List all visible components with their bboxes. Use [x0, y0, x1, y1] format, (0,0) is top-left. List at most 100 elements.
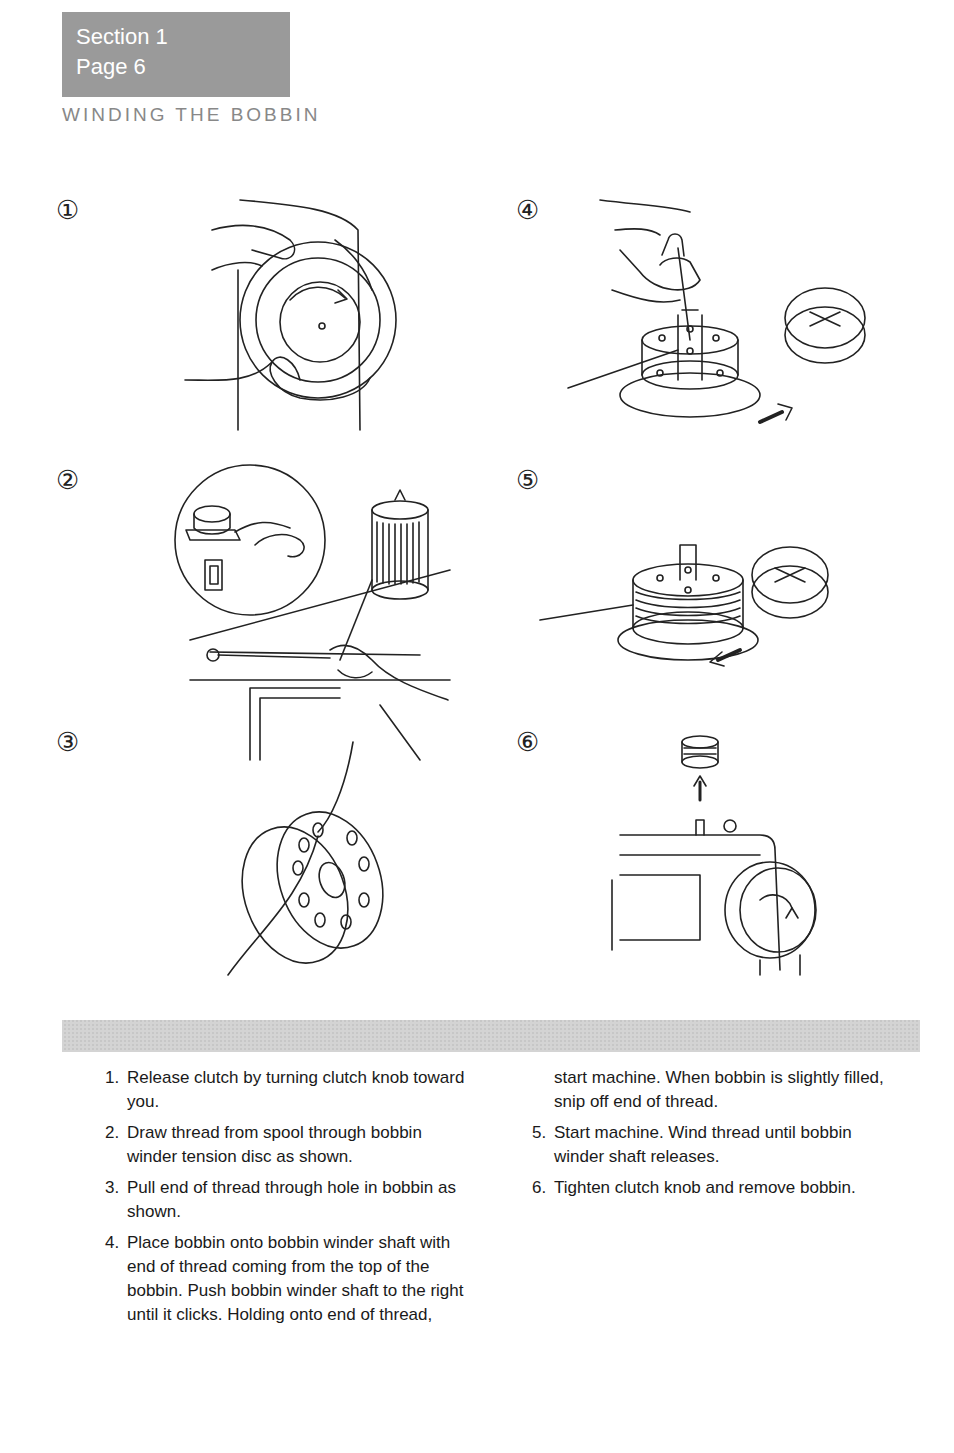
- tension-disc-figure-part: [205, 560, 222, 590]
- instruction-step: 2.Draw thread from spool through bobbin …: [105, 1121, 468, 1169]
- wound-bobbin-figure-part: [636, 592, 740, 624]
- tension-disc-figure-part: [175, 465, 325, 615]
- header-text: Section 1: [76, 22, 276, 52]
- tension-disc-figure-part: [194, 506, 230, 522]
- clutch-knob-figure-part: [240, 242, 396, 398]
- bobbin-winder-figure-part: [785, 288, 865, 348]
- remove-bobbin-figure-part: [682, 756, 718, 768]
- tension-disc-figure-part: [218, 655, 330, 658]
- bobbin-winder-figure-part: [682, 309, 698, 311]
- step-text: Release clutch by turning clutch knob to…: [127, 1068, 464, 1111]
- bobbin-figure-part: [359, 857, 369, 871]
- remove-bobbin-figure-part: [620, 854, 760, 856]
- step-number: 5.: [532, 1121, 546, 1145]
- tension-disc-figure-part: [380, 705, 420, 760]
- instruction-step: 1. Release clutch by turning clutch knob …: [105, 1066, 468, 1114]
- bobbin-winder-figure-part: [659, 335, 665, 341]
- bobbin-winder-figure-part: [778, 404, 792, 420]
- tension-disc-figure-part: [330, 645, 448, 700]
- step-number: 6.: [532, 1176, 546, 1200]
- bobbin-figure-part: [224, 812, 366, 978]
- step-number: 1.: [105, 1066, 119, 1090]
- wound-bobbin-figure-part: [752, 547, 828, 603]
- bobbin-figure-part: [318, 742, 353, 832]
- bobbin-winder-figure-part: [760, 412, 782, 422]
- instruction-step: 6. Tighten clutch knob and remove bobbin.: [532, 1176, 895, 1200]
- bobbin-winder-figure-part: [678, 315, 702, 380]
- tension-disc-figure-part: [235, 522, 290, 532]
- bobbin-figure-part: [299, 893, 309, 907]
- tension-disc-figure-part: [250, 688, 340, 760]
- clutch-knob-figure: [185, 200, 396, 430]
- header-text: Page 6: [76, 52, 276, 82]
- remove-bobbin-figure-part: [694, 776, 706, 786]
- step-number: 4.: [105, 1231, 119, 1255]
- tension-disc-figure-part: [255, 535, 304, 557]
- callout-number: ⑤: [516, 466, 539, 494]
- remove-bobbin-figure-part: [696, 820, 704, 835]
- step-text: Draw thread from spool through bobbin wi…: [127, 1123, 422, 1166]
- remove-bobbin-figure-part: [786, 908, 798, 918]
- remove-bobbin-figure: [612, 736, 816, 975]
- clutch-knob-figure-part: [335, 290, 347, 303]
- bobbin-figure-part: [315, 913, 325, 927]
- tension-disc-figure-part: [395, 490, 405, 500]
- tension-disc-figure-part: [338, 670, 372, 678]
- bobbin-winder-figure-part: [600, 200, 690, 212]
- bobbin-winder-figure-part: [687, 348, 693, 354]
- bobbin-figure-part: [259, 797, 401, 963]
- step-number: 3.: [105, 1176, 119, 1200]
- remove-bobbin-figure-part: [682, 736, 718, 748]
- tension-disc-figure: [175, 465, 450, 760]
- bobbin-figure: [224, 742, 401, 978]
- wound-bobbin-figure-part: [633, 564, 743, 596]
- clutch-knob-figure-part: [212, 263, 262, 270]
- wound-bobbin-figure-part: [752, 566, 828, 618]
- bobbin-figure-part: [228, 836, 318, 975]
- instruction-step: 3.Pull end of thread through hole in bob…: [105, 1176, 468, 1224]
- step-text: Tighten clutch knob and remove bobbin.: [554, 1178, 856, 1197]
- tension-disc-figure-part: [427, 510, 429, 590]
- tension-disc-figure-part: [371, 510, 373, 590]
- instruction-step: 4.Place bobbin onto bobbin winder shaft …: [105, 1066, 895, 1346]
- remove-bobbin-figure-part: [740, 868, 816, 952]
- callout-number: ③: [56, 728, 79, 756]
- remove-bobbin-figure-part: [620, 835, 780, 970]
- clutch-knob-figure-part: [212, 225, 295, 258]
- bobbin-winder-figure-part: [612, 290, 680, 302]
- wound-bobbin-figure-part: [710, 652, 724, 666]
- bobbin-winder-figure-part: [687, 326, 693, 332]
- tension-disc-figure-part: [372, 501, 428, 519]
- tension-disc-figure-part: [194, 514, 230, 534]
- clutch-knob-figure-part: [290, 287, 345, 300]
- remove-bobbin-figure-part: [760, 895, 792, 908]
- wound-bobbin-figure-part: [685, 567, 691, 573]
- remove-bobbin-figure-part: [760, 955, 800, 975]
- bobbin-winder-figure-part: [620, 373, 760, 417]
- callout-number: ⑥: [516, 728, 539, 756]
- callout-number: ④: [516, 196, 539, 224]
- wound-bobbin-figure-part: [685, 587, 691, 593]
- bobbin-winder-figure-part: [662, 234, 684, 256]
- clutch-knob-figure-part: [185, 362, 272, 380]
- tension-disc-figure-part: [260, 698, 340, 760]
- instruction-step: 5.Start machine. Wind thread until bobbi…: [532, 1121, 895, 1169]
- bobbin-winder-figure-part: [620, 250, 700, 290]
- manual-illustrations-part: [175, 200, 865, 978]
- bobbin-winder-figure-part: [568, 350, 678, 388]
- remove-bobbin-figure-part: [699, 782, 702, 800]
- tension-disc-figure-part: [377, 522, 419, 584]
- wound-bobbin-figure-part: [657, 575, 663, 581]
- bobbin-winder-figure-part: [810, 312, 840, 326]
- wound-bobbin-figure-part: [680, 545, 696, 580]
- tension-disc-figure-part: [210, 652, 420, 655]
- clutch-knob-figure-part: [270, 357, 370, 400]
- bobbin-figure-part: [359, 893, 369, 907]
- wound-bobbin-figure-part: [775, 568, 805, 582]
- callout-number: ②: [56, 466, 79, 494]
- page-title: WINDING THE BOBBIN: [62, 104, 320, 126]
- bobbin-figure-part: [299, 838, 309, 852]
- bobbin-figure-part: [341, 915, 351, 929]
- tension-disc-figure-part: [186, 530, 240, 540]
- tension-disc-figure-part: [190, 570, 450, 640]
